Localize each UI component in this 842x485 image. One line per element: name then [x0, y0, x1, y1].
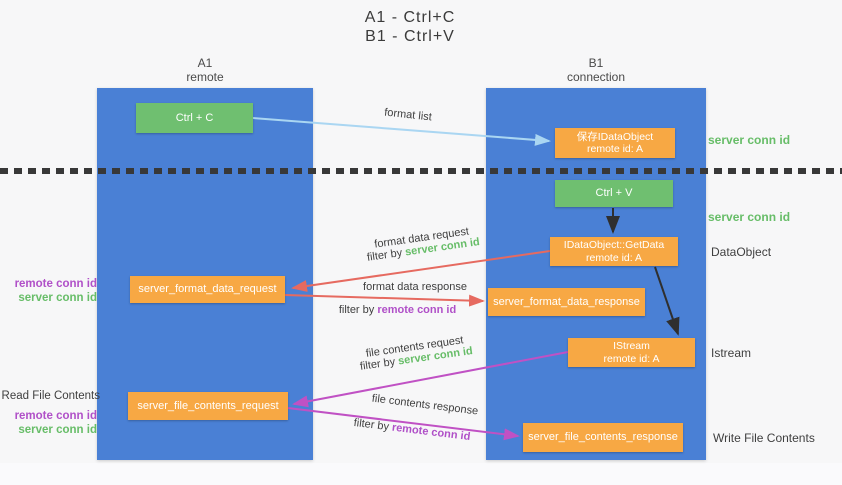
- column-b-header: B1 connection: [486, 56, 706, 84]
- node-save-idataobject-line1: 保存IDataObject: [576, 130, 654, 143]
- annotation-server-conn-id-mid: server conn id: [708, 210, 791, 224]
- node-server-file-contents-request: server_file_contents_request: [128, 392, 288, 420]
- filter-key-remote-conn-id: remote conn id: [377, 304, 457, 316]
- node-idataobject-getdata: IDataObject::GetData remote id: A: [550, 237, 678, 266]
- arrow-file-contents-request: [292, 351, 569, 408]
- node-server-format-data-request: server_format_data_request: [130, 276, 285, 303]
- title-line-1: A1 - Ctrl+C: [364, 9, 456, 26]
- arrow-format-data-request: [291, 250, 551, 292]
- column-b-name: B1: [588, 56, 604, 70]
- annotation-istream: Istream: [711, 346, 752, 360]
- arrow-format-list: [252, 117, 551, 146]
- node-save-idataobject: 保存IDataObject remote id: A: [555, 128, 675, 158]
- annotation-server-conn-id-top: server conn id: [708, 133, 791, 147]
- title-line-2: B1 - Ctrl+V: [365, 28, 455, 45]
- node-ctrl-c-label: Ctrl + C: [175, 111, 214, 124]
- copy-paste-separator: [0, 168, 842, 174]
- node-ctrl-c: Ctrl + C: [136, 103, 253, 133]
- flow-label-format-data-response-filter: filter by remote conn id: [338, 304, 457, 316]
- node-ctrl-v: Ctrl + V: [555, 180, 673, 207]
- arrow-getdata-to-istream: [654, 266, 680, 336]
- node-server-file-contents-response: server_file_contents_response: [523, 423, 683, 452]
- annotation-format-server-conn-id: server conn id: [18, 292, 97, 304]
- annotation-dataobject: DataObject: [711, 245, 772, 259]
- node-idataobject-getdata-line2: remote id: A: [585, 251, 643, 264]
- node-istream-line1: IStream: [613, 340, 650, 352]
- column-a-header: A1 remote: [97, 56, 313, 84]
- arrow-format-data-response: [284, 294, 485, 307]
- annotation-read-file-contents: Read File Contents: [1, 390, 100, 402]
- column-a-name: A1: [197, 56, 213, 70]
- node-istream-line2: remote id: A: [603, 352, 660, 365]
- annotation-format-remote-conn-id: remote conn id: [14, 278, 97, 290]
- node-server-format-data-response-label: server_format_data_response: [493, 295, 640, 308]
- flow-label-format-data-response-text: format data response: [363, 281, 467, 293]
- node-server-file-contents-request-label: server_file_contents_request: [137, 399, 279, 412]
- arrow-file-contents-response: [287, 407, 520, 441]
- node-save-idataobject-line2: remote id: A: [586, 143, 644, 155]
- node-ctrl-v-label: Ctrl + V: [595, 187, 633, 199]
- node-server-format-data-request-label: server_format_data_request: [138, 283, 277, 295]
- annotation-file-server-conn-id: server conn id: [18, 424, 97, 436]
- annotation-file-remote-conn-id: remote conn id: [14, 410, 97, 422]
- diagram-title: A1 - Ctrl+C B1 - Ctrl+V: [0, 8, 831, 46]
- node-idataobject-getdata-line1: IDataObject::GetData: [563, 239, 665, 251]
- column-a-role: remote: [186, 70, 224, 84]
- node-istream: IStream remote id: A: [568, 338, 695, 367]
- node-server-file-contents-response-label: server_file_contents_response: [528, 431, 678, 443]
- column-b-role: connection: [566, 70, 626, 84]
- background-strip: [0, 463, 842, 485]
- node-server-format-data-response: server_format_data_response: [488, 288, 645, 316]
- annotation-write-file-contents: Write File Contents: [713, 431, 815, 445]
